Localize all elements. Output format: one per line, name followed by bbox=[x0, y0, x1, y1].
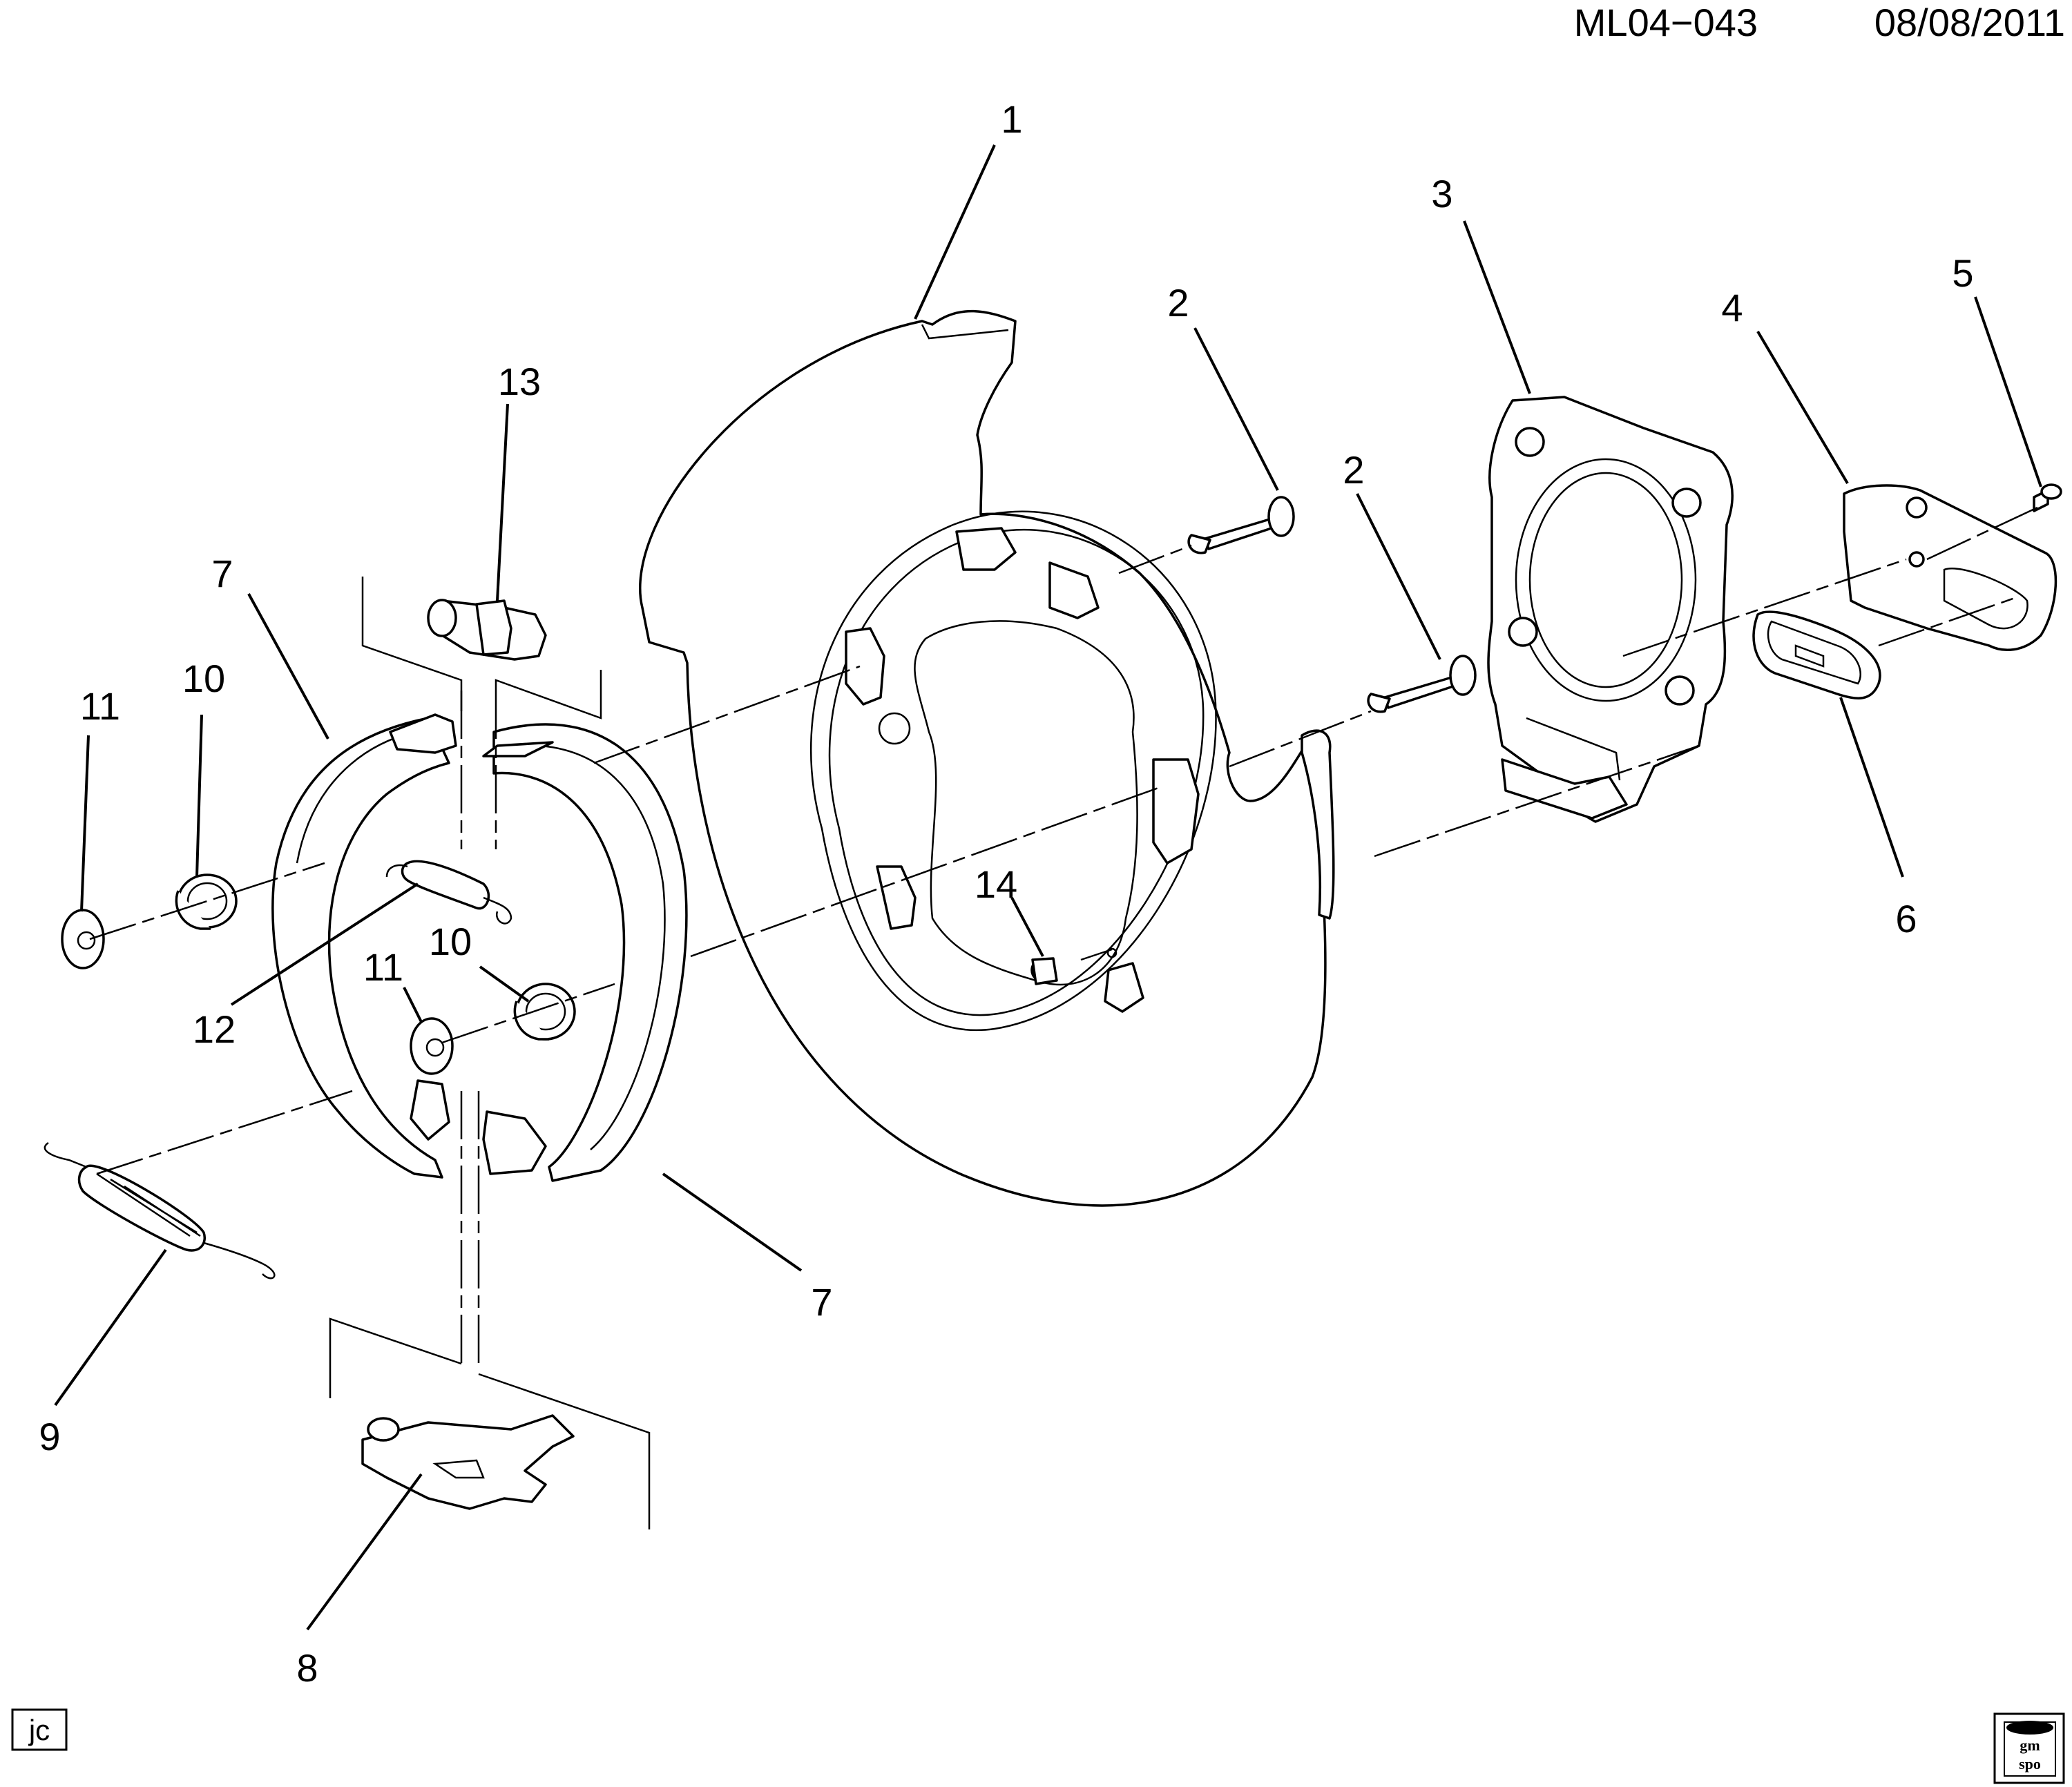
callout-10-center: 10 bbox=[429, 920, 472, 963]
backing-plate bbox=[638, 309, 1335, 1207]
adjuster-bracket-box bbox=[329, 1317, 651, 1529]
callout-labels: 1 2 2 3 4 5 6 7 7 8 9 10 10 11 11 12 13 … bbox=[39, 97, 1973, 1690]
callout-13: 13 bbox=[498, 360, 541, 403]
callout-4: 4 bbox=[1721, 286, 1743, 329]
bushing-grommet bbox=[1752, 610, 1881, 699]
artist-initials: jc bbox=[28, 1714, 50, 1746]
leader-lines bbox=[54, 144, 2042, 1631]
brake-shoe-rear bbox=[271, 713, 457, 1179]
adjuster-lever bbox=[361, 1414, 575, 1510]
hold-down-spring-left bbox=[175, 873, 238, 930]
callout-12: 12 bbox=[193, 1007, 236, 1051]
callout-7-right: 7 bbox=[811, 1280, 832, 1324]
callout-9: 9 bbox=[39, 1415, 60, 1458]
return-spring bbox=[44, 1141, 276, 1279]
callout-1: 1 bbox=[1001, 97, 1022, 141]
actuator-strut bbox=[427, 599, 547, 661]
callout-5: 5 bbox=[1952, 251, 1973, 295]
bolt-lower bbox=[1367, 655, 1477, 713]
retainer-cup-left bbox=[61, 909, 105, 969]
artist-tag: jc bbox=[11, 1708, 68, 1751]
callout-7-left: 7 bbox=[211, 552, 233, 595]
callout-2-lower: 2 bbox=[1343, 448, 1364, 492]
hold-down-spring-center bbox=[513, 983, 576, 1041]
callout-8: 8 bbox=[296, 1646, 318, 1690]
adjuster-spring bbox=[385, 860, 512, 925]
bolt-upper bbox=[1187, 496, 1295, 554]
logo-text-spo: spo bbox=[2019, 1755, 2041, 1772]
diagram-date: 08/08/2011 bbox=[1874, 1, 2065, 44]
callout-11-left: 11 bbox=[80, 684, 120, 728]
retainer-cup-center bbox=[410, 1017, 454, 1075]
diagram-code: ML04−043 bbox=[1574, 1, 1758, 44]
assembly-centerlines bbox=[89, 506, 2038, 1364]
gm-spo-logo: gm spo bbox=[1993, 1712, 2065, 1784]
backing-plate-screw bbox=[1031, 957, 1058, 985]
callout-2-upper: 2 bbox=[1167, 281, 1189, 325]
callout-3: 3 bbox=[1431, 172, 1452, 215]
bracket-screw bbox=[2033, 483, 2062, 512]
mounting-bracket bbox=[1843, 484, 2057, 651]
logo-text-gm: gm bbox=[2020, 1737, 2040, 1754]
actuator-bracket-box bbox=[361, 577, 602, 719]
brake-shoe-front bbox=[482, 723, 688, 1182]
callout-14: 14 bbox=[975, 862, 1017, 906]
callout-11-center: 11 bbox=[363, 945, 403, 989]
callout-6: 6 bbox=[1895, 897, 1917, 940]
caliper-bracket bbox=[1487, 396, 1734, 823]
callout-10-left: 10 bbox=[182, 657, 225, 700]
